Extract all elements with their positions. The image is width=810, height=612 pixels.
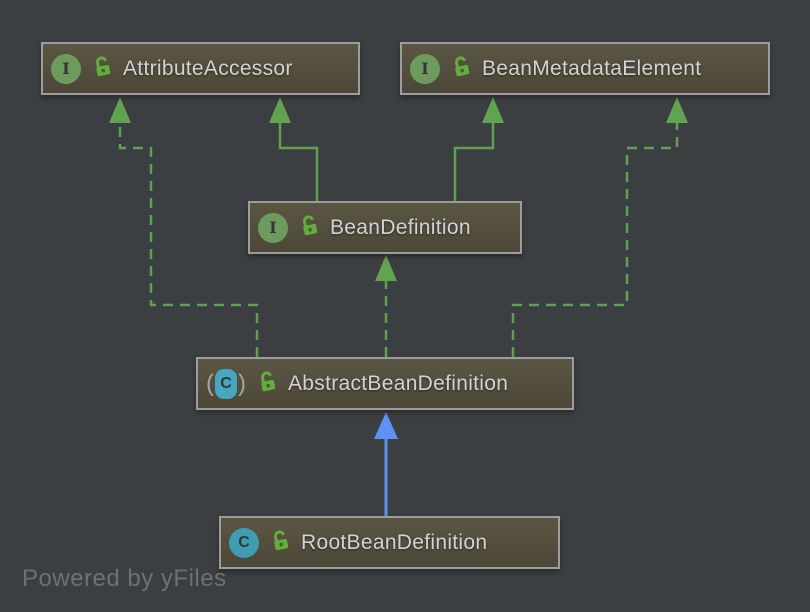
class-icon: C [229, 527, 259, 558]
node-label: BeanMetadataElement [482, 56, 702, 80]
edge-abstractbeandefinition-beanmetadataelement [511, 97, 688, 357]
public-unlocked-lock-icon [299, 213, 320, 242]
generalization-arrowhead [269, 97, 291, 123]
node-label: BeanDefinition [330, 215, 471, 239]
public-unlocked-lock-icon [270, 528, 291, 557]
node-label: AbstractBeanDefinition [288, 371, 509, 395]
public-unlocked-lock-icon [92, 54, 113, 83]
edge-beandefinition-beanmetadataelement [453, 97, 504, 201]
yfiles-watermark: Powered by yFiles [22, 565, 227, 592]
class-extends-arrowhead [374, 412, 398, 439]
node-bean-metadata-element[interactable]: I BeanMetadataElement [400, 42, 770, 95]
realization-arrowhead [666, 97, 688, 123]
edge-abstractbeandefinition-attributeaccessor [109, 97, 259, 357]
public-unlocked-lock-icon [257, 369, 278, 398]
edge-beandefinition-attributeaccessor [269, 97, 319, 201]
node-root-bean-definition[interactable]: C RootBeanDefinition [219, 516, 560, 569]
node-attribute-accessor[interactable]: I AttributeAccessor [41, 42, 360, 95]
generalization-arrowhead [482, 97, 504, 123]
node-label: AttributeAccessor [123, 56, 293, 80]
realization-arrowhead [375, 255, 397, 281]
node-bean-definition[interactable]: I BeanDefinition [248, 201, 522, 254]
interface-icon: I [410, 53, 440, 84]
public-unlocked-lock-icon [451, 54, 472, 83]
node-label: RootBeanDefinition [301, 530, 488, 554]
abstract-class-icon: ( C ) [206, 368, 246, 399]
interface-icon: I [51, 53, 81, 84]
edge-abstractbeandefinition-beandefinition [375, 255, 397, 357]
interface-icon: I [258, 212, 288, 243]
realization-arrowhead [109, 97, 131, 123]
edge-rootbeandefinition-abstractbeandefinition [374, 412, 398, 516]
node-abstract-bean-definition[interactable]: ( C ) AbstractBeanDefinition [196, 357, 574, 410]
